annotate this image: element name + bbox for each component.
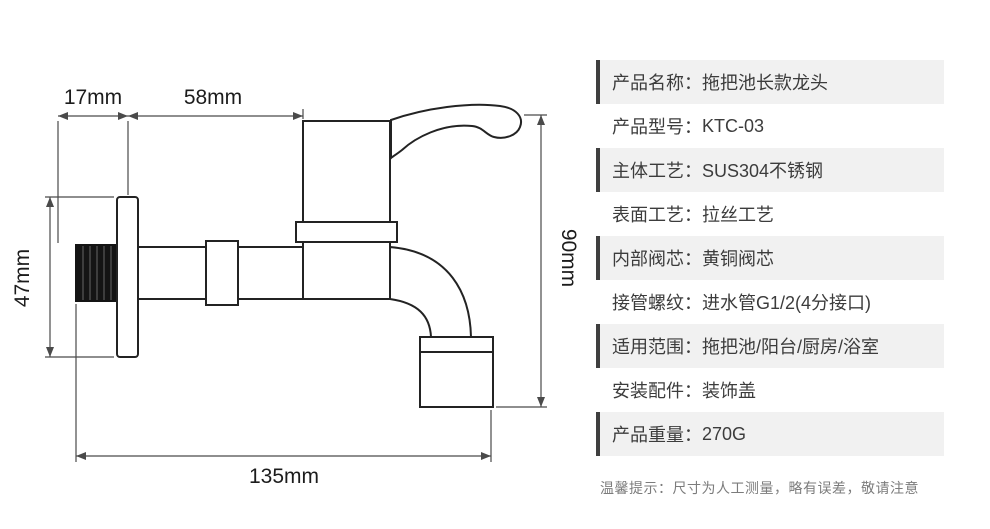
spec-row-product-model: 产品型号：KTC-03 (596, 104, 944, 148)
valve-body (302, 120, 391, 300)
spec-separator: ： (684, 381, 702, 401)
spout (389, 245, 473, 338)
spec-label: 产品名称 (612, 73, 684, 93)
spout-nozzle (419, 336, 494, 408)
spec-label: 表面工艺 (612, 205, 684, 225)
spec-row-product-name: 产品名称：拖把池长款龙头 (596, 60, 944, 104)
pipe-collar (205, 240, 239, 306)
handle-lever (390, 103, 522, 161)
spec-separator: ： (684, 161, 702, 181)
spec-value: 270G (702, 423, 747, 444)
spec-row-usage-scope: 适用范围：拖把池/阳台/厨房/浴室 (596, 324, 944, 368)
measurement-disclaimer: 温馨提示：尺寸为人工测量，略有误差，敬请注意 (600, 480, 919, 496)
spec-separator: ： (684, 249, 702, 269)
dim-label-17mm: 17mm (64, 86, 122, 109)
faucet-outline (75, 103, 522, 408)
spec-value: 黄铜阀芯 (702, 249, 774, 269)
spec-separator: ： (684, 117, 702, 137)
spec-row-valve-core: 内部阀芯：黄铜阀芯 (596, 236, 944, 280)
spec-separator: ： (684, 73, 702, 93)
spec-label: 安装配件 (612, 381, 684, 401)
faucet-drawing-svg: 17mm 58mm 47mm 90mm 135mm (11, 86, 580, 488)
spec-label: 产品型号 (612, 117, 684, 137)
dim-label-47mm: 47mm (11, 249, 34, 307)
inlet-thread (75, 244, 118, 302)
spec-row-weight: 产品重量：270G (596, 412, 944, 456)
spec-label: 内部阀芯 (612, 249, 684, 269)
spec-value: 拖把池/阳台/厨房/浴室 (702, 337, 880, 357)
spec-separator: ： (684, 425, 702, 445)
spec-value: 拖把池长款龙头 (702, 73, 828, 93)
spec-value: KTC-03 (702, 115, 765, 136)
spec-table: 产品名称：拖把池长款龙头 产品型号：KTC-03 主体工艺：SUS304不锈钢 … (596, 60, 944, 498)
spec-label: 接管螺纹 (612, 293, 684, 313)
dim-label-90mm: 90mm (557, 229, 580, 287)
spec-label: 适用范围 (612, 337, 684, 357)
spec-separator: ： (684, 293, 702, 313)
dim-label-135mm: 135mm (249, 465, 319, 488)
spec-value: SUS304不锈钢 (702, 161, 824, 181)
spec-row-thread-spec: 接管螺纹：进水管G1/2(4分接口) (596, 280, 944, 324)
spec-separator: ： (684, 337, 702, 357)
body-ring (295, 221, 398, 243)
spec-row-body-material: 主体工艺：SUS304不锈钢 (596, 148, 944, 192)
dim-label-58mm: 58mm (184, 86, 242, 109)
wall-flange (116, 196, 139, 358)
faucet-technical-drawing: 17mm 58mm 47mm 90mm 135mm (11, 86, 580, 488)
spec-value: 装饰盖 (702, 381, 756, 401)
dimension-lines (45, 109, 547, 462)
spec-row-surface-finish: 表面工艺：拉丝工艺 (596, 192, 944, 236)
spec-row-accessories: 安装配件：装饰盖 (596, 368, 944, 412)
spec-separator: ： (684, 205, 702, 225)
spec-label: 主体工艺 (612, 161, 684, 181)
spec-label: 产品重量 (612, 425, 684, 445)
spec-value: 进水管G1/2(4分接口) (702, 293, 872, 313)
spec-value: 拉丝工艺 (702, 205, 774, 225)
